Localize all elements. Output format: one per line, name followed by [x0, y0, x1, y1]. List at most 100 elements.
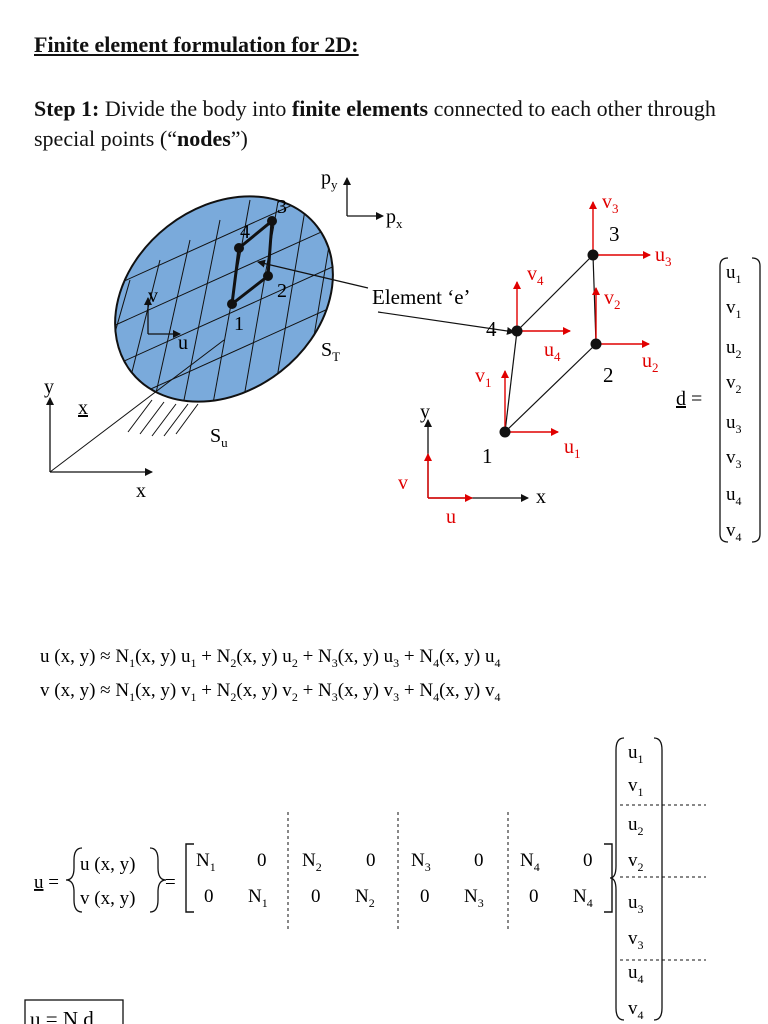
- support-hatching: [127, 399, 199, 437]
- n22: N1: [248, 886, 268, 910]
- step-text-b: connected to each other through special …: [34, 96, 716, 151]
- body-u-label: u: [178, 332, 188, 354]
- matrix-eq-sign: =: [165, 872, 176, 893]
- dof-u1: u1: [564, 436, 581, 461]
- right-node-label-1: 1: [482, 444, 493, 468]
- n12: 0: [257, 850, 267, 871]
- dof-v3: v3: [602, 191, 619, 216]
- n16: 0: [474, 850, 484, 871]
- right-u-label: u: [446, 506, 456, 528]
- px-label: px: [386, 206, 403, 231]
- matrix-lhs: u =: [34, 872, 59, 893]
- left-node-4: [234, 243, 244, 253]
- n21: 0: [204, 886, 214, 907]
- dof-u3: u3: [655, 244, 672, 269]
- right-y-label: y: [420, 401, 430, 423]
- uv-bot: v (x, y): [80, 888, 135, 909]
- left-node-label-1: 1: [234, 313, 244, 335]
- n27: 0: [529, 886, 539, 907]
- element-e-left: [227, 216, 277, 309]
- final-eq-box: [24, 999, 124, 1024]
- dof-v1: v1: [475, 365, 492, 390]
- element-leader-left: [257, 259, 369, 289]
- element-leader-right: [377, 311, 515, 335]
- right-node-1: [499, 426, 511, 438]
- position-vector-line: [49, 339, 225, 473]
- step-label: Step 1:: [34, 96, 100, 121]
- left-node-label-4: 4: [240, 221, 250, 243]
- d2-u3: u3: [628, 892, 644, 916]
- left-y-label: y: [44, 376, 54, 398]
- step-text-a: Divide the body into: [99, 96, 292, 121]
- n-matrix-left-bracket: [185, 843, 194, 913]
- d-vector-right-bracket: [751, 257, 761, 543]
- right-node-label-3: 3: [609, 222, 620, 246]
- uv-left-brace: [65, 847, 83, 913]
- svg-text:v1: v1: [726, 297, 742, 321]
- n23: 0: [311, 886, 321, 907]
- v-interp-eq: v (x, y) ≈ N1(x, y) v1 + N2(x, y) v2 + N…: [40, 680, 501, 704]
- d2-u1: u1: [628, 742, 644, 766]
- right-node-2: [590, 338, 602, 350]
- u-interp-eq: u (x, y) ≈ N1(x, y) u1 + N2(x, y) u2 + N…: [40, 646, 501, 670]
- uv-top: u (x, y): [80, 854, 135, 875]
- step-text: Step 1: Divide the body into finite elem…: [34, 94, 734, 154]
- d2-v1: v1: [628, 775, 644, 799]
- d2-v4: v4: [628, 998, 644, 1022]
- n13: N2: [302, 850, 322, 874]
- d2-u4: u4: [628, 962, 644, 986]
- py-label: py: [321, 167, 338, 192]
- n-matrix-separators: [287, 812, 509, 930]
- right-node-3: [587, 249, 599, 261]
- right-node-label-2: 2: [603, 363, 614, 387]
- step-bold-b: nodes: [176, 126, 231, 151]
- svg-text:v2: v2: [726, 372, 742, 396]
- su-label: Su: [210, 425, 228, 450]
- n15: N3: [411, 850, 431, 874]
- dof-u4: u4: [544, 339, 561, 364]
- n25: 0: [420, 886, 430, 907]
- d-vector-lhs: d =: [676, 388, 702, 410]
- body-v-label: v: [148, 285, 158, 307]
- dof-v4: v4: [527, 263, 544, 288]
- body-ellipse: [114, 195, 334, 403]
- step-bold-a: finite elements: [291, 96, 429, 121]
- n18: 0: [583, 850, 593, 871]
- svg-text:u2: u2: [726, 337, 742, 361]
- d-right-brace: [653, 737, 663, 1021]
- final-eq: u = N d: [30, 1007, 94, 1024]
- interp-equations: u (x, y) ≈ N1(x, y) u1 + N2(x, y) u2 + N…: [40, 646, 501, 704]
- d-vector-entries: u1 v1 u2 v2 u3 v3 u4 v4: [726, 262, 742, 544]
- left-node-label-2: 2: [277, 280, 287, 302]
- n17: N4: [520, 850, 540, 874]
- n14: 0: [366, 850, 376, 871]
- d-separators: [620, 804, 706, 961]
- right-node-label-4: 4: [486, 317, 497, 341]
- dof-arrows: [501, 201, 651, 436]
- n24: N2: [355, 886, 375, 910]
- n26: N3: [464, 886, 484, 910]
- d-left-brace: [609, 737, 625, 1021]
- step-text-c: ”): [230, 126, 248, 151]
- svg-text:v3: v3: [726, 447, 742, 471]
- left-node-1: [227, 299, 237, 309]
- svg-text:u3: u3: [726, 412, 742, 436]
- dof-u2: u2: [642, 350, 659, 375]
- right-node-4: [511, 325, 523, 337]
- st-label: ST: [321, 339, 340, 364]
- svg-text:u4: u4: [726, 484, 742, 508]
- left-node-3: [267, 216, 277, 226]
- d2-v3: v3: [628, 928, 644, 952]
- right-v-label: v: [398, 472, 408, 494]
- n11: N1: [196, 850, 216, 874]
- element-e-label: Element ‘e’: [372, 285, 471, 309]
- svg-text:v4: v4: [726, 520, 742, 544]
- uv-right-brace: [149, 847, 167, 913]
- left-x-label: x: [136, 480, 146, 502]
- matrix-equation: u = u (x, y) v (x, y) = N1 0 N2 0 N3 0 N…: [34, 737, 706, 1022]
- d2-u2: u2: [628, 814, 644, 838]
- dof-v2: v2: [604, 287, 621, 312]
- n28: N4: [573, 886, 593, 910]
